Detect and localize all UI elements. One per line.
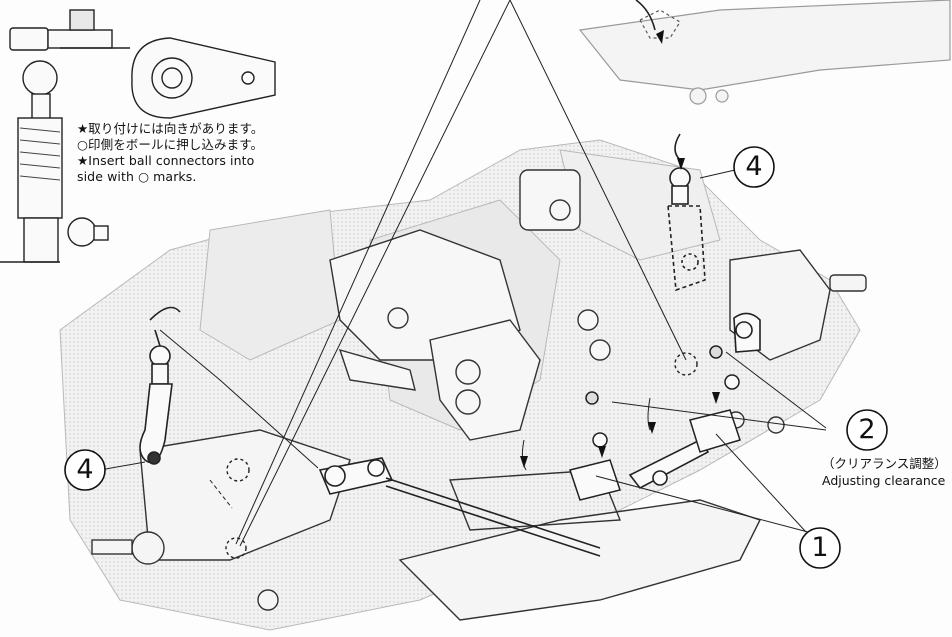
lower-arms (91, 429, 761, 621)
arrow-heads (520, 30, 720, 468)
mount-blocks (569, 345, 741, 501)
note-line-1: ★取り付けには向きがあります。 (77, 121, 264, 136)
dashed-markers (225, 352, 698, 559)
instruction-note: ★取り付けには向きがあります。 ○印側をボールに押し込みます。 ★Insert … (77, 121, 337, 185)
callout-part-4-left: 4 (76, 454, 94, 485)
clearance-label: （クリアランス調整） Adjusting clearance (822, 455, 947, 489)
callout-part-4-right: 4 (745, 151, 763, 182)
upper-arm-detail (578, 0, 951, 105)
note-line-4: side with ○ marks. (77, 169, 197, 184)
left-turnbuckle (139, 306, 181, 465)
right-turnbuckle (667, 167, 761, 353)
gearbox (329, 169, 611, 441)
ball-connector-detail (0, 9, 276, 263)
steering-rod (318, 438, 710, 557)
clearance-label-en: Adjusting clearance (822, 473, 946, 488)
callout-part-2: 2 (858, 414, 876, 445)
callout-part-1: 1 (811, 532, 829, 563)
note-line-3: ★Insert ball connectors into (77, 153, 255, 168)
clearance-label-ja: （クリアランス調整） (822, 456, 947, 471)
note-line-2: ○印側をボールに押し込みます。 (77, 137, 264, 152)
